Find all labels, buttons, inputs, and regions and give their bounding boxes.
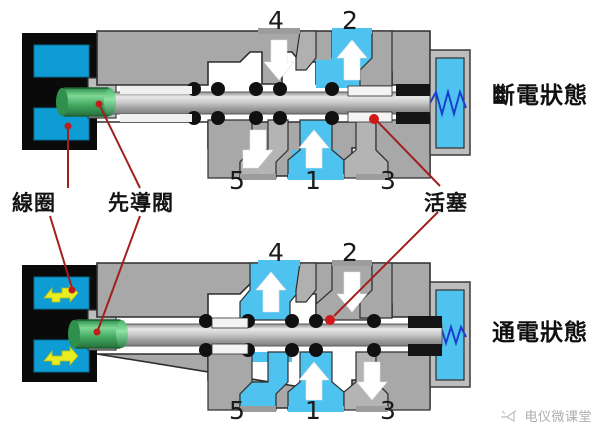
flow-arrow-port-1-up-energized	[298, 361, 330, 401]
port-2-opening	[332, 28, 372, 34]
valve-energized	[22, 260, 471, 412]
port-4-opening-energized	[258, 260, 300, 266]
port-3-opening	[356, 174, 388, 180]
port-3-opening-energized	[356, 406, 388, 412]
port-number-5-top: 5	[229, 166, 245, 195]
return-spring	[429, 88, 467, 118]
flow-arrow-port-4-down	[263, 39, 295, 81]
megaphone-icon	[501, 409, 517, 422]
watermark-text: 电仪微课堂	[524, 410, 592, 425]
flow-arrow-port-3-down-energized	[356, 361, 388, 401]
wall-between-4-2-energized	[295, 262, 317, 303]
state-label-de-energized: 斷電狀態	[492, 83, 588, 109]
spool-gap-upper	[347, 85, 393, 97]
callout-line-pilot	[99, 105, 141, 189]
port-5-channel-energized	[239, 351, 289, 411]
watermark: 电仪微课堂	[499, 406, 592, 425]
piston-land-upper-energized	[408, 316, 442, 328]
current-bolt-lower-icon	[43, 345, 79, 367]
port-4-opening	[258, 28, 300, 34]
callout-label-coil: 線圈	[12, 191, 56, 215]
port-5-opening-energized	[240, 406, 276, 412]
port-number-1-bottom: 1	[305, 396, 321, 425]
callout-line-pilot-lower	[97, 215, 141, 331]
port-number-3-top: 3	[380, 166, 396, 195]
callout-label-piston: 活塞	[424, 191, 468, 215]
callout-dot-coil-lower	[68, 286, 76, 294]
flow-arrow-port-2-up	[336, 39, 368, 81]
piston-marker-dot-energized	[325, 315, 335, 325]
flow-arrow-port-4-up-energized	[255, 271, 287, 313]
port-1-opening-energized	[288, 406, 344, 412]
wall-between-4-2	[295, 30, 317, 71]
pilot-plunger-cap-left	[56, 88, 68, 116]
callout-dot-pilot	[95, 100, 103, 108]
wall-right-of-2-energized	[359, 262, 393, 319]
spool-shaft-energized	[111, 323, 443, 347]
port-5-opening	[240, 174, 276, 180]
pilot-plunger-cap-right	[104, 88, 116, 116]
spool-shoulder-lower	[120, 114, 192, 122]
spool-shoulder-upper	[120, 86, 192, 94]
spool-gap-upper-energized	[211, 317, 249, 329]
port-2-opening-energized	[332, 260, 372, 266]
callout-dot-pilot-lower	[93, 328, 101, 336]
pilot-plunger-cap-right-energized	[116, 320, 128, 348]
piston-land-upper	[396, 84, 430, 96]
callout-dot-coil	[64, 122, 72, 130]
port-number-4-bottom: 4	[268, 238, 284, 267]
flow-arrow-port-1-up	[298, 129, 330, 169]
callout-line-piston	[376, 120, 441, 187]
port-number-2-bottom: 2	[342, 238, 358, 267]
piston-land-lower-energized	[408, 344, 442, 356]
coil-winding-upper	[33, 44, 90, 78]
port-number-1-top: 1	[305, 166, 321, 195]
port-number-5-bottom: 5	[229, 396, 245, 425]
port-1-opening	[288, 174, 344, 180]
callout-line-coil-lower	[49, 215, 73, 289]
spool-seals-energized	[199, 314, 381, 357]
flow-arrow-port-2-down-energized	[336, 271, 368, 313]
port-number-4-top: 4	[268, 6, 284, 35]
piston-land-lower	[396, 112, 430, 124]
callout-label-pilot-valve: 先導閥	[108, 191, 174, 215]
pilot-plunger-cap-left-energized	[68, 320, 80, 348]
valve-de-energized	[22, 28, 471, 189]
flow-arrow-port-5-down	[242, 129, 274, 169]
port-number-2-top: 2	[342, 6, 358, 35]
callout-lines-lower	[49, 211, 439, 336]
spool-gap-lower-energized	[211, 343, 249, 355]
state-label-energized: 通電狀態	[492, 320, 588, 346]
port-number-3-bottom: 3	[380, 396, 396, 425]
callout-line-piston-lower	[333, 211, 439, 317]
